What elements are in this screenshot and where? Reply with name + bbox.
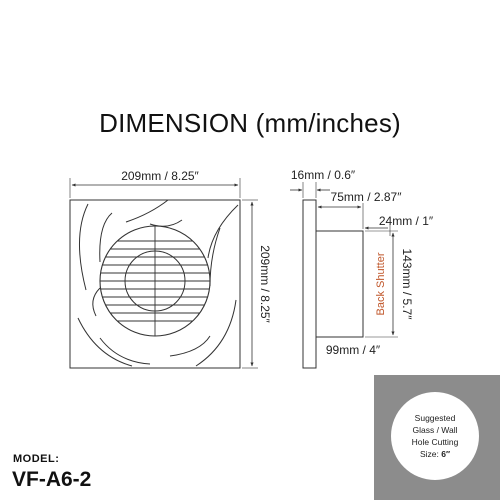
- front-height-label: 209mm / 8.25″: [258, 245, 272, 323]
- hole-note-line1: Suggested: [414, 413, 456, 423]
- body-length-label: 75mm / 2.87″: [331, 190, 403, 204]
- model-label: MODEL:: [13, 453, 60, 465]
- hole-note-line4: Size: 6″: [399, 448, 471, 460]
- body-diameter-label: 99mm / 4″: [326, 343, 381, 357]
- hole-note-size-value: 6″: [441, 449, 451, 459]
- hole-cutting-note: Suggested Glass / Wall Hole Cutting Size…: [399, 412, 471, 460]
- back-shutter-label: Back Shutter: [375, 252, 387, 315]
- side-view: 16mm / 0.6″ 75mm / 2.87″ 24mm / 1″ Back …: [290, 168, 434, 369]
- hole-note-size-prefix: Size:: [419, 449, 442, 459]
- side-body-outline: [315, 230, 364, 338]
- front-view: 209mm / 8.25″ 209mm / 8.25″: [69, 169, 272, 369]
- body-height-label: 143mm / 5.7″: [400, 249, 414, 321]
- front-panel-outline: [69, 199, 241, 369]
- panel-thickness-label: 16mm / 0.6″: [291, 168, 356, 182]
- front-width-label: 209mm / 8.25″: [121, 169, 199, 183]
- page-title: DIMENSION (mm/inches): [99, 108, 401, 138]
- shutter-depth-label: 24mm / 1″: [379, 214, 434, 228]
- side-panel-outline: [302, 199, 317, 369]
- hole-note-line3: Hole Cutting: [411, 437, 459, 447]
- hole-note-line2: Glass / Wall: [412, 425, 458, 435]
- model-code: VF-A6-2: [12, 468, 92, 491]
- fan-grille: [99, 225, 211, 337]
- hole-cutting-circle: Suggested Glass / Wall Hole Cutting Size…: [391, 392, 479, 480]
